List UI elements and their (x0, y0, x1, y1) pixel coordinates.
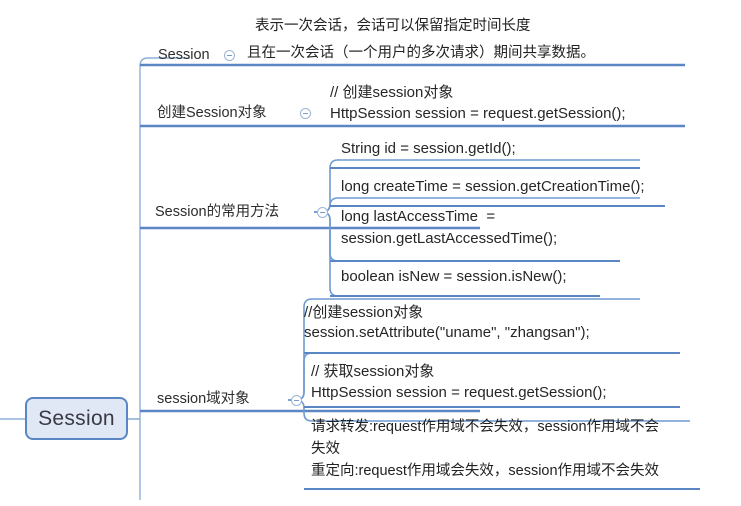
detail-scope-setattr-line1: //创建session对象 (304, 304, 424, 321)
collapse-toggle-icon[interactable] (300, 108, 311, 119)
branch-label-create-session[interactable]: 创建Session对象 (157, 105, 267, 121)
collapse-toggle-icon[interactable] (291, 395, 302, 406)
branch-label-session-scope[interactable]: session域对象 (157, 391, 250, 407)
root-node[interactable]: Session (25, 397, 128, 440)
detail-session-def-line2: 且在一次会话（一个用户的多次请求）期间共享数据。 (247, 45, 595, 61)
collapse-toggle-icon[interactable] (224, 50, 235, 61)
detail-scope-setattr-line2: session.setAttribute("uname", "zhangsan"… (304, 324, 590, 341)
branch-label-session-def[interactable]: Session (158, 47, 210, 63)
root-label: Session (38, 406, 115, 430)
collapse-toggle-icon[interactable] (317, 207, 328, 218)
detail-method-getcreationtime: long createTime = session.getCreationTim… (341, 178, 645, 195)
detail-method-lastaccess-line2: session.getLastAccessedTime(); (341, 230, 558, 247)
detail-method-lastaccess-line1: long lastAccessTime = (341, 208, 496, 225)
detail-create-session-line2: HttpSession session = request.getSession… (330, 105, 626, 122)
detail-create-session-line1: // 创建session对象 (330, 84, 454, 101)
detail-scope-getsession-line1: // 获取session对象 (311, 363, 435, 380)
detail-scope-forward-line1: 请求转发:request作用域不会失效，session作用域不会 (311, 419, 660, 435)
detail-method-getid: String id = session.getId(); (341, 140, 516, 157)
detail-scope-forward-line2: 失效 (311, 441, 340, 457)
detail-scope-getsession-line2: HttpSession session = request.getSession… (311, 384, 607, 401)
detail-method-isnew: boolean isNew = session.isNew(); (341, 268, 567, 285)
detail-scope-redirect-line: 重定向:request作用域会失效，session作用域不会失效 (311, 463, 660, 479)
branch-label-session-methods[interactable]: Session的常用方法 (155, 204, 280, 220)
detail-session-def-line1: 表示一次会话，会话可以保留指定时间长度 (255, 18, 531, 34)
